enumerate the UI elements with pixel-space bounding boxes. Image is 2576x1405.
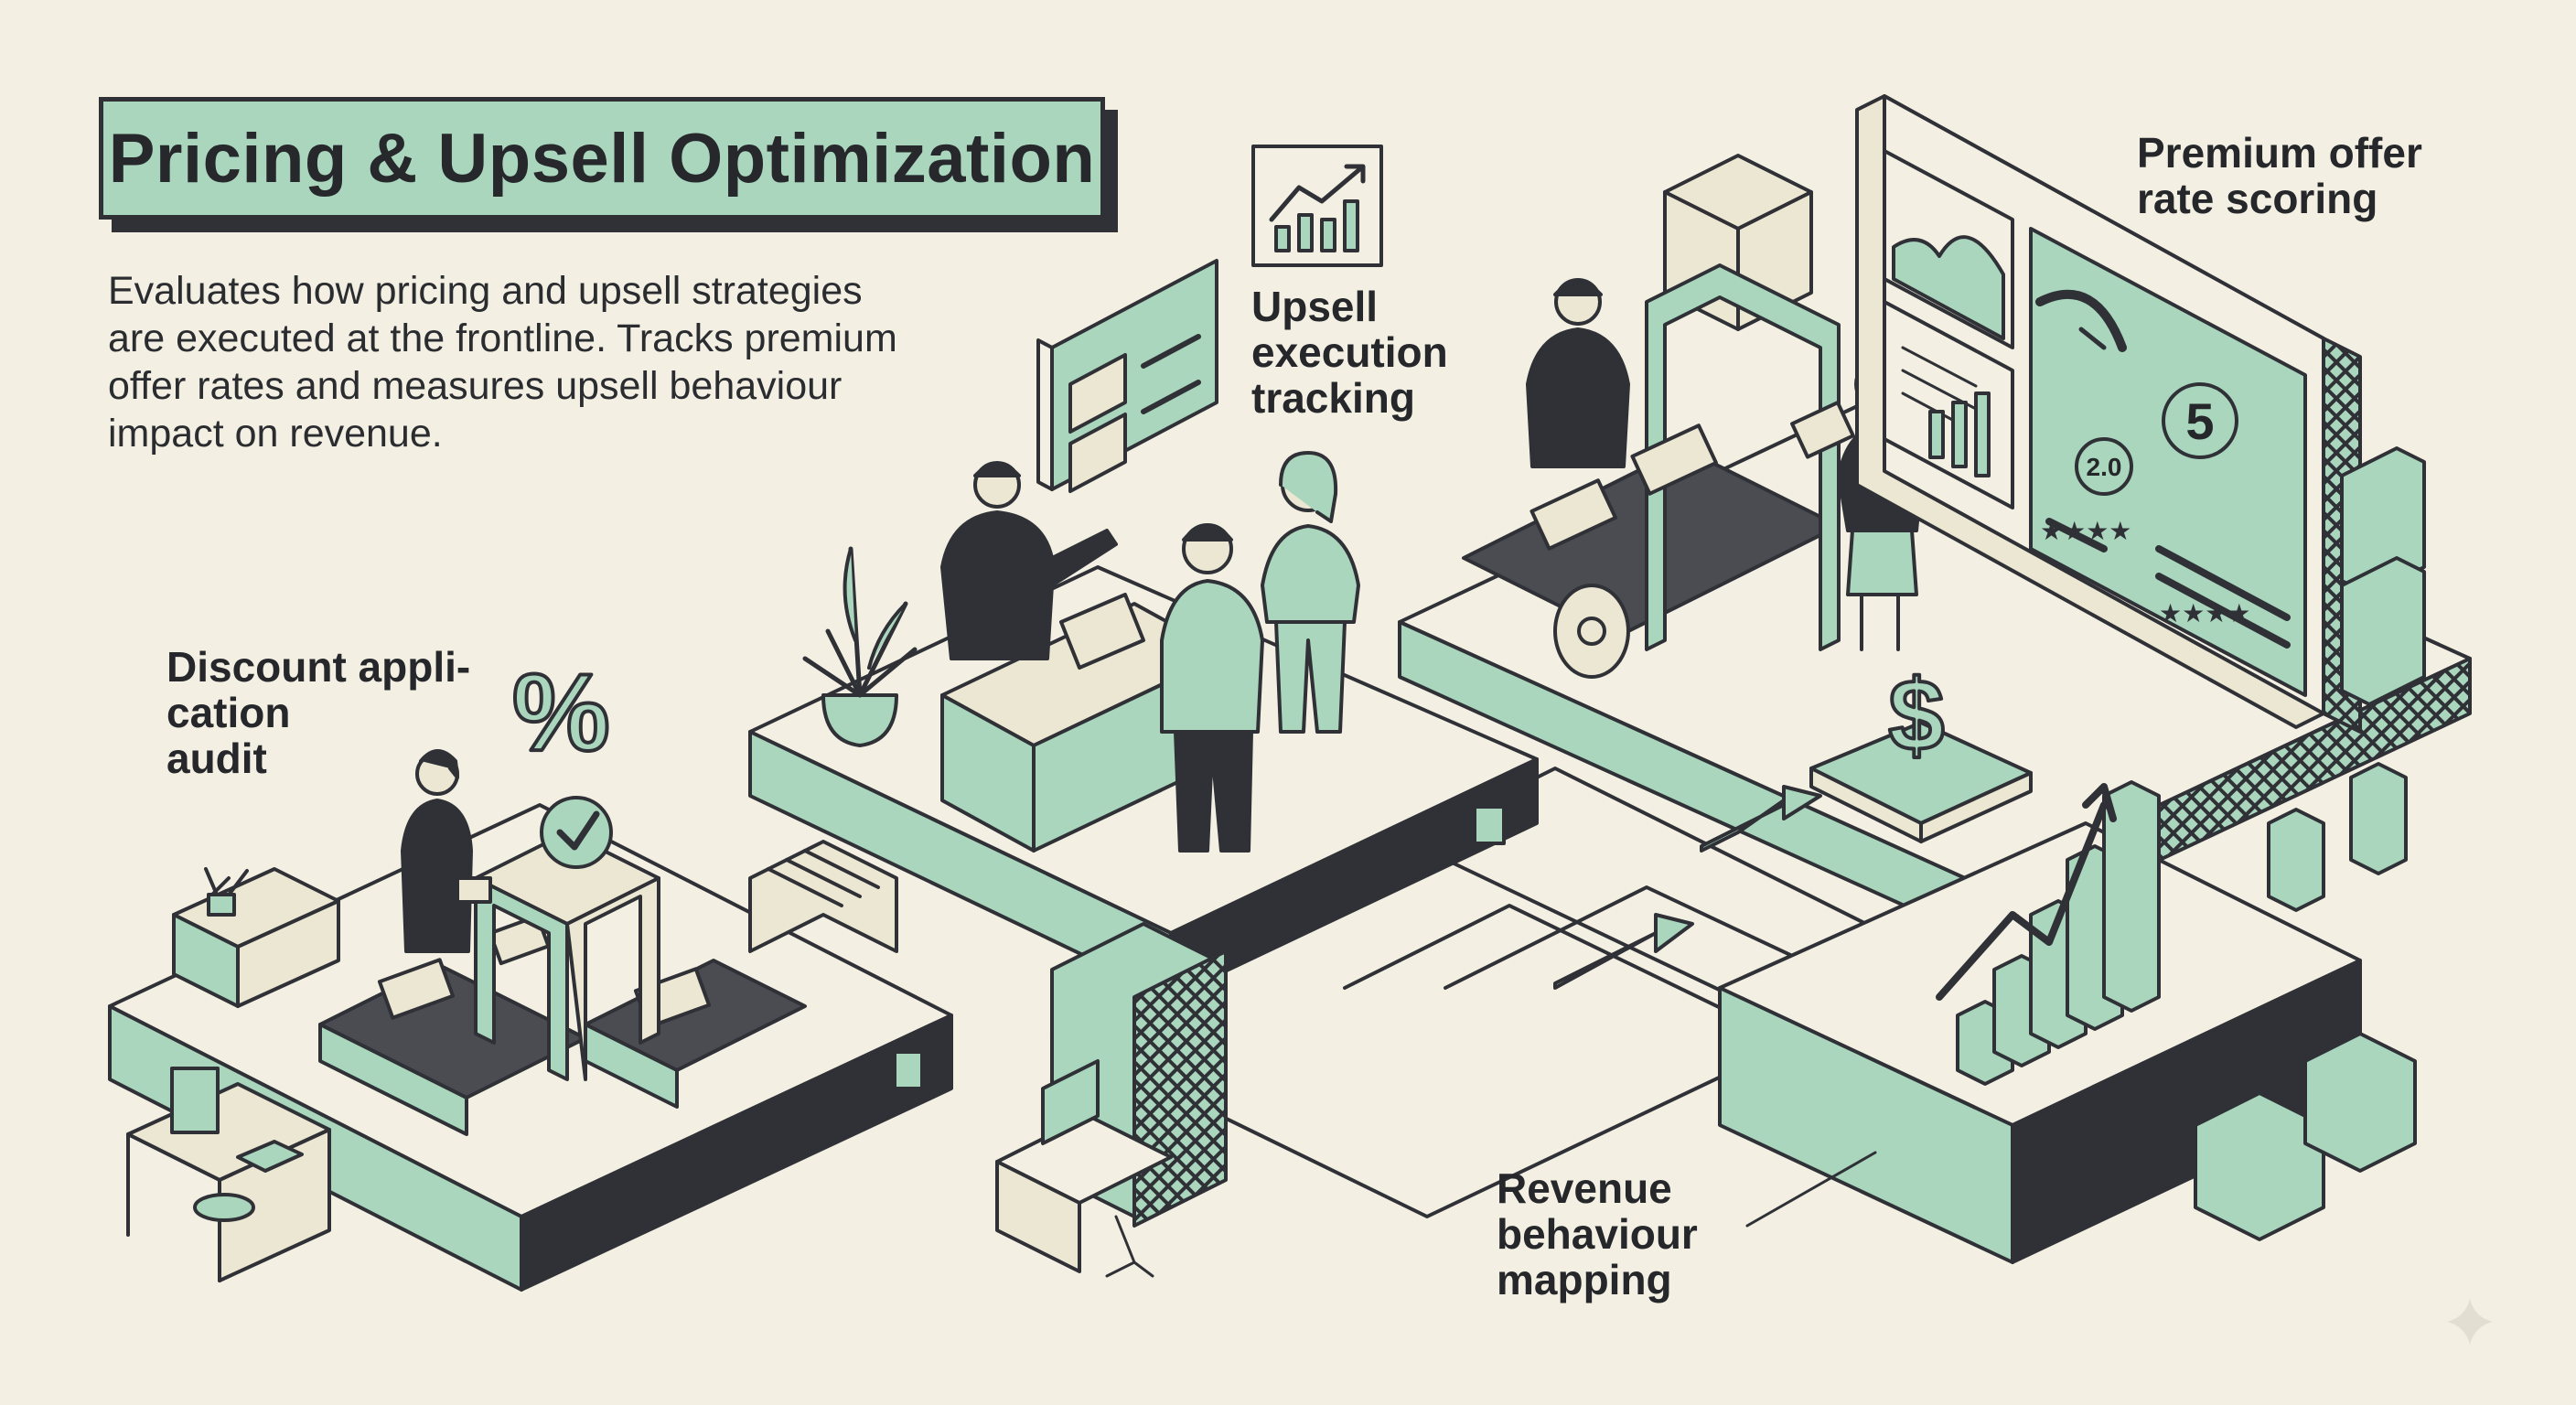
menu-board bbox=[1036, 259, 1218, 493]
upsell-platform bbox=[748, 145, 1539, 999]
label-leader-line bbox=[1745, 1151, 1877, 1228]
page-title: Pricing & Upsell Optimization bbox=[108, 119, 1096, 198]
potted-plant-icon bbox=[802, 546, 918, 747]
percent-icon: % bbox=[512, 651, 610, 774]
woman-cashier-figure bbox=[401, 749, 492, 953]
title-banner: Pricing & Upsell Optimization bbox=[99, 97, 1105, 220]
growth-chart-icon bbox=[1251, 145, 1383, 267]
score-badge bbox=[2162, 382, 2238, 459]
analyst-man-figure bbox=[1526, 278, 1630, 468]
gauge-value-badge bbox=[2075, 437, 2133, 496]
score-badge-text: 5 bbox=[2185, 392, 2214, 450]
label-discount-audit: Discount appli- cation audit bbox=[166, 643, 471, 782]
kpi-dashboard: 2.0 5 ★★★★ ★★★★ bbox=[1855, 94, 2362, 734]
discount-audit-platform: % bbox=[108, 649, 953, 1292]
star-rating-icon: ★★★★ bbox=[2040, 516, 2131, 546]
monitor-icon bbox=[1041, 1059, 1100, 1145]
gauge-value-text: 2.0 bbox=[2087, 453, 2122, 481]
label-upsell-tracking: Upsell execution tracking bbox=[1251, 283, 1448, 422]
revenue-mapping-platform: $ bbox=[1553, 658, 2417, 1264]
dollar-icon: $ bbox=[1888, 660, 1944, 772]
label-revenue-mapping: Revenue behaviour mapping bbox=[1497, 1164, 1698, 1303]
platform-window-icon bbox=[893, 1050, 924, 1090]
description-text: Evaluates how pricing and upsell strateg… bbox=[108, 269, 897, 456]
salesman-figure bbox=[940, 461, 1118, 660]
growth-bars-icon bbox=[1936, 780, 2161, 1086]
sparkle-icon bbox=[2447, 1299, 2493, 1345]
customer-woman-figure bbox=[1261, 451, 1360, 734]
star-rating-icon: ★★★★ bbox=[2159, 598, 2250, 628]
computer-desk bbox=[995, 922, 1228, 1278]
label-premium-scoring: Premium offer rate scoring bbox=[2137, 129, 2422, 222]
customer-man-figure bbox=[1160, 523, 1264, 853]
check-circle-icon bbox=[540, 796, 613, 869]
gauge-icon bbox=[2035, 289, 2127, 352]
